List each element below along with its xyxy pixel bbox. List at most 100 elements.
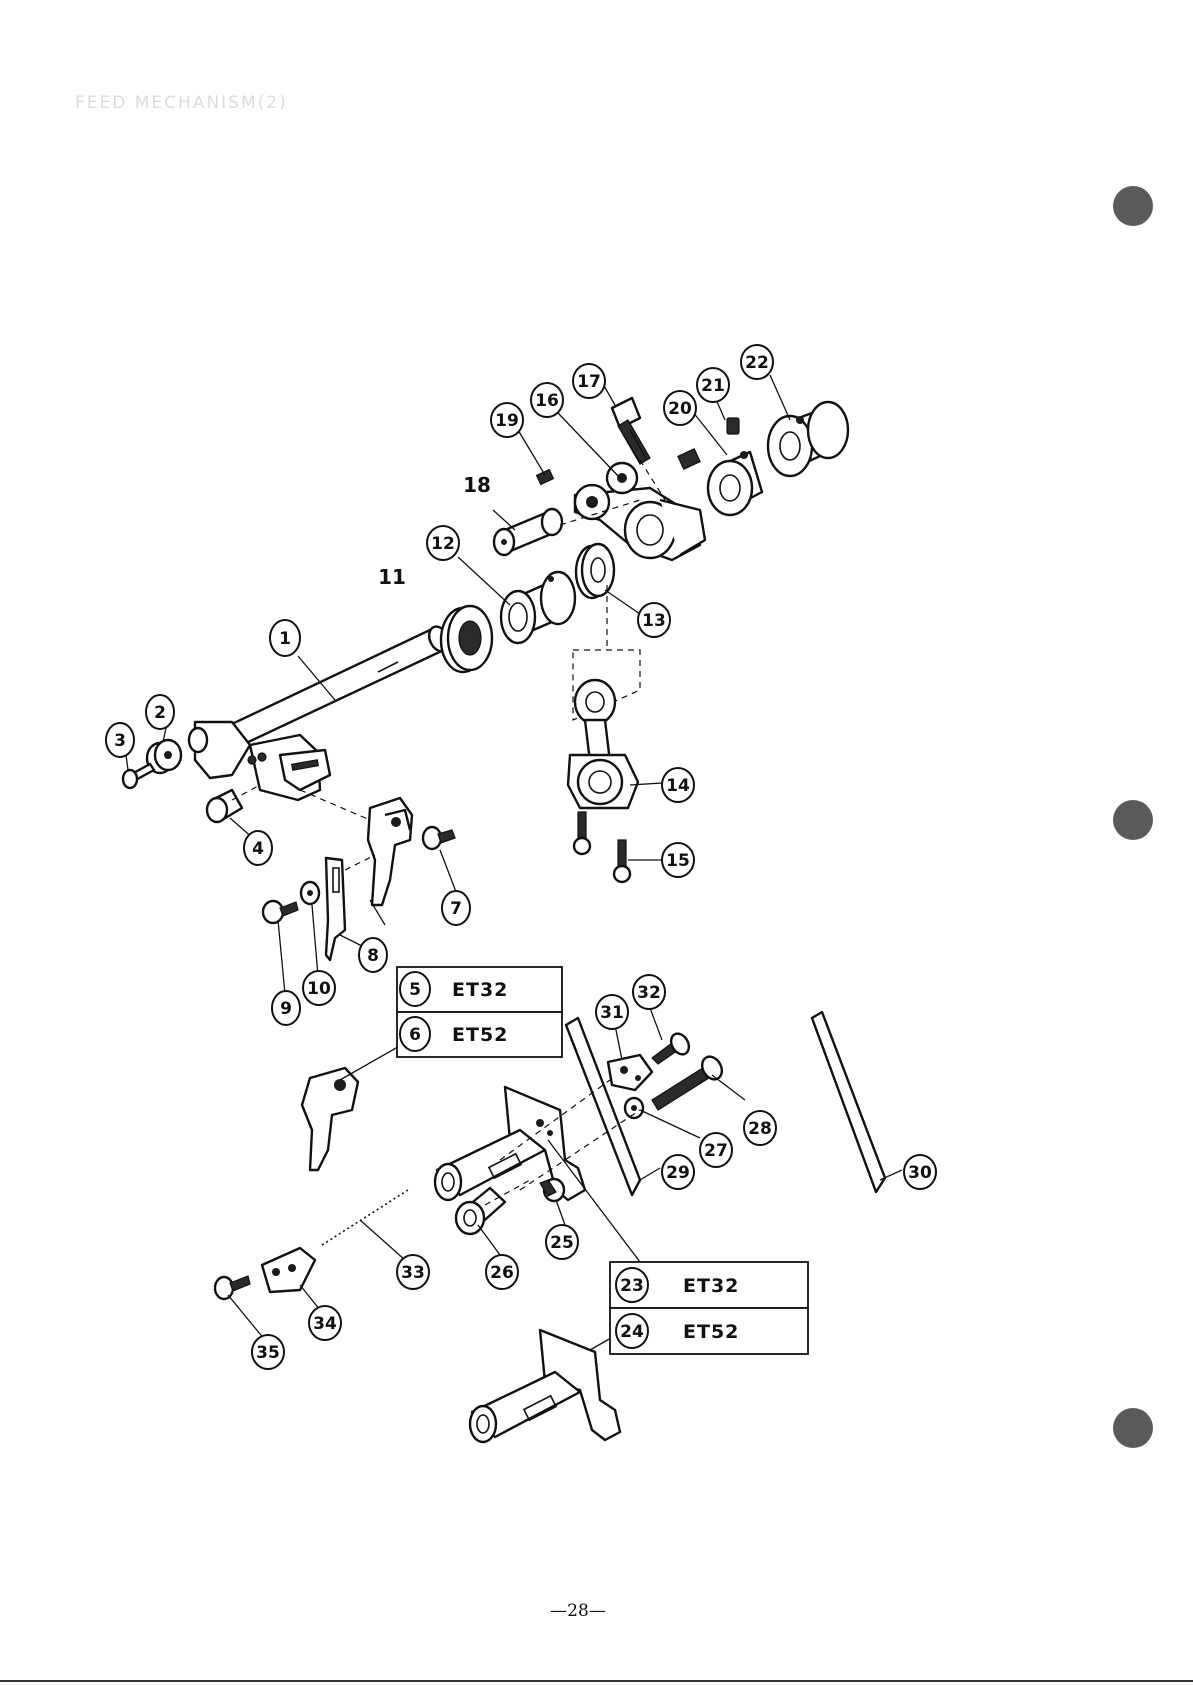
- screw-9: [263, 901, 298, 923]
- callout-9: 9: [272, 991, 300, 1025]
- screw-14: [574, 812, 590, 854]
- svg-text:8: 8: [367, 946, 379, 966]
- binder-hole-bottom: [1113, 1408, 1153, 1448]
- callout-10: 10: [303, 971, 335, 1005]
- callout-16: 16: [531, 383, 563, 417]
- svg-text:2: 2: [154, 703, 166, 723]
- svg-text:25: 25: [550, 1233, 574, 1253]
- svg-text:7: 7: [450, 899, 462, 919]
- screw-28: [652, 1053, 726, 1110]
- svg-text:28: 28: [748, 1119, 772, 1139]
- callout-27: 27: [700, 1133, 732, 1167]
- svg-text:9: 9: [280, 999, 292, 1019]
- svg-text:24: 24: [620, 1322, 644, 1342]
- svg-text:34: 34: [313, 1314, 337, 1334]
- washer-13: [576, 544, 614, 598]
- svg-text:21: 21: [701, 376, 725, 396]
- oil-seal: [441, 606, 492, 672]
- callout-12: 12: [427, 526, 459, 560]
- callout-11: 11: [378, 565, 406, 589]
- bushing-12: [501, 572, 575, 643]
- callout-7: 7: [442, 891, 470, 925]
- callout-32: 32: [633, 975, 665, 1009]
- page-number: —28—: [550, 1601, 606, 1621]
- svg-text:ET32: ET32: [452, 979, 508, 1001]
- callout-15: 15: [662, 843, 694, 877]
- pin-4: [207, 785, 260, 822]
- feed-bracket-6: [302, 1068, 358, 1170]
- callout-21: 21: [697, 368, 729, 402]
- svg-text:35: 35: [256, 1343, 280, 1363]
- svg-text:13: 13: [642, 611, 666, 631]
- link-34: [262, 1248, 315, 1292]
- model-box-upper: 5 ET32 6 ET52: [397, 967, 562, 1057]
- callout-13: 13: [638, 603, 670, 637]
- svg-text:29: 29: [666, 1163, 690, 1183]
- svg-text:17: 17: [577, 372, 601, 392]
- callout-1: 1: [270, 620, 300, 656]
- callout-2: 2: [146, 695, 174, 729]
- screw-17: [612, 398, 650, 464]
- svg-text:6: 6: [409, 1025, 421, 1045]
- binder-holes: [1113, 186, 1153, 1448]
- svg-text:18: 18: [463, 473, 491, 497]
- spring-33: [322, 1190, 408, 1245]
- feed-bracket-5: [368, 798, 412, 905]
- connecting-rod-14: [568, 585, 640, 808]
- callout-26: 26: [486, 1255, 518, 1289]
- svg-text:1: 1: [279, 629, 291, 649]
- callout-34: 34: [309, 1306, 341, 1340]
- svg-text:14: 14: [666, 776, 690, 796]
- callout-20: 20: [664, 391, 696, 425]
- svg-text:32: 32: [637, 983, 661, 1003]
- callout-22: 22: [741, 345, 773, 379]
- callout-19: 19: [491, 403, 523, 437]
- callout-14: 14: [662, 768, 694, 802]
- screw-32: [652, 1030, 692, 1064]
- svg-text:3: 3: [114, 731, 126, 751]
- binder-hole-middle: [1113, 800, 1153, 840]
- feed-bar-24: [470, 1330, 620, 1442]
- washer-27: [625, 1098, 643, 1118]
- screw-25: [540, 1179, 564, 1201]
- plate-30: [812, 1012, 885, 1192]
- pin-18: [494, 509, 562, 555]
- header-title: FEED MECHANISM(2): [75, 93, 288, 113]
- bleed-through-text: FEED MECHANISM(2): [75, 93, 288, 113]
- svg-text:22: 22: [745, 353, 769, 373]
- block-31: [608, 1055, 652, 1090]
- callout-8: 8: [359, 938, 387, 972]
- binder-hole-top: [1113, 186, 1153, 226]
- svg-text:20: 20: [668, 399, 692, 419]
- svg-text:19: 19: [495, 411, 519, 431]
- set-screw-19: [537, 470, 554, 485]
- collar-22: [768, 402, 848, 476]
- callout-35: 35: [252, 1335, 284, 1369]
- svg-text:ET32: ET32: [683, 1275, 739, 1297]
- feed-dog-8: [326, 858, 345, 960]
- svg-text:31: 31: [600, 1003, 624, 1023]
- svg-text:23: 23: [620, 1276, 644, 1296]
- svg-text:4: 4: [252, 839, 264, 859]
- callout-25: 25: [546, 1225, 578, 1259]
- callout-18: 18: [463, 473, 491, 497]
- model-box-lower: 23 ET32 24 ET52: [610, 1262, 808, 1354]
- svg-text:15: 15: [666, 851, 690, 871]
- screw-35: [215, 1276, 250, 1299]
- svg-text:16: 16: [535, 391, 559, 411]
- svg-text:26: 26: [490, 1263, 514, 1283]
- callout-4: 4: [244, 831, 272, 865]
- svg-text:30: 30: [908, 1163, 932, 1183]
- collar-22a: [708, 451, 762, 515]
- svg-text:ET52: ET52: [452, 1024, 508, 1046]
- screw-15: [614, 840, 630, 882]
- svg-text:11: 11: [378, 565, 406, 589]
- svg-text:ET52: ET52: [683, 1321, 739, 1343]
- svg-text:5: 5: [409, 980, 421, 1000]
- callout-17: 17: [573, 364, 605, 398]
- callout-31: 31: [596, 995, 628, 1029]
- svg-text:12: 12: [431, 534, 455, 554]
- callout-33: 33: [397, 1255, 429, 1289]
- callouts: 1 2 3 4 7 8 9 10 11 12 13 14 15 16 17 18…: [106, 345, 936, 1369]
